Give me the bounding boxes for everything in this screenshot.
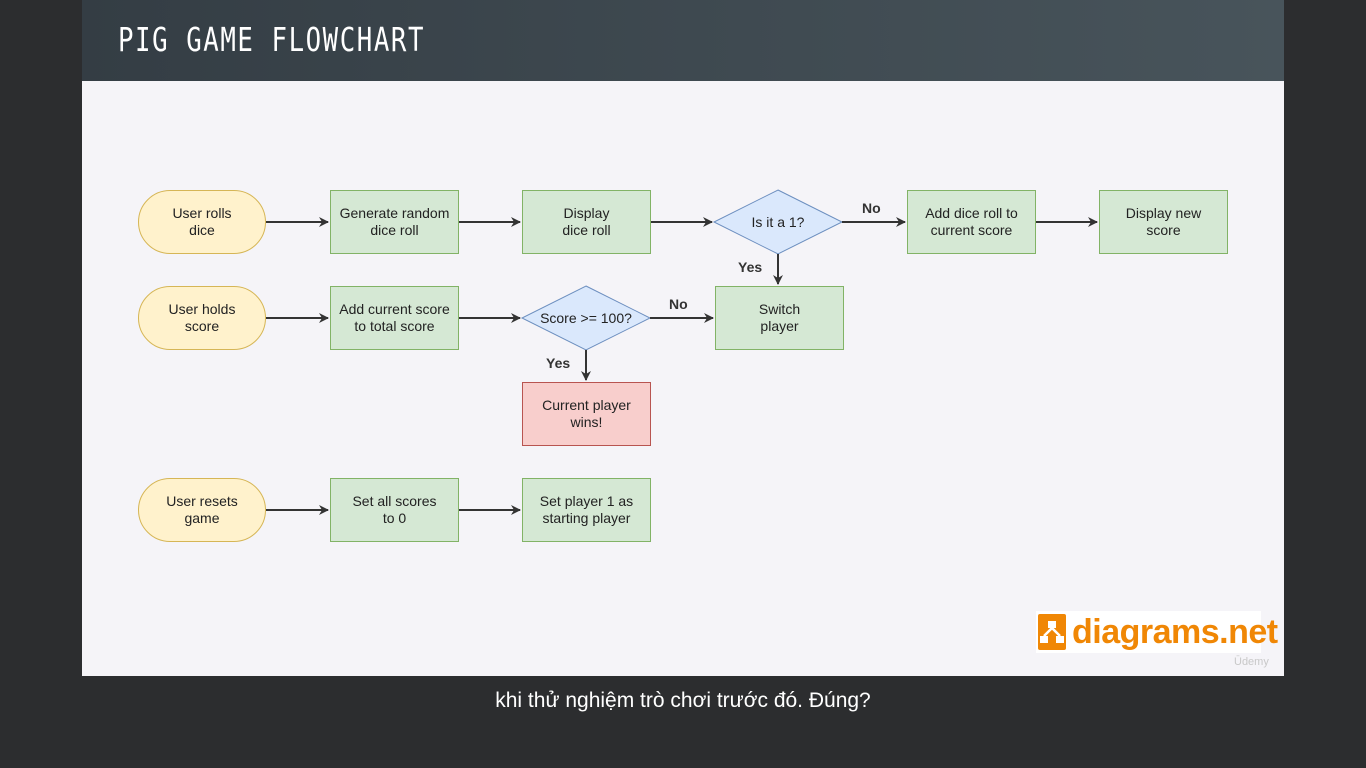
node-is-it-a-1: Is it a 1? <box>751 214 805 230</box>
node-user-resets-game: User resets game <box>138 478 266 542</box>
node-generate-random-dice-roll: Generate random dice roll <box>330 190 459 254</box>
node-add-current-to-total: Add current score to total score <box>330 286 459 350</box>
node-add-dice-roll-to-current: Add dice roll to current score <box>907 190 1036 254</box>
diagrams-net-logo-text: diagrams.net <box>1072 612 1278 651</box>
slide-title: PIG GAME FLOWCHART <box>118 20 426 59</box>
edge-label-score-yes: Yes <box>546 355 571 371</box>
node-current-player-wins: Current player wins! <box>522 382 651 446</box>
diagrams-net-logo: diagrams.net <box>1036 611 1278 653</box>
node-user-rolls-dice: User rolls dice <box>138 190 266 254</box>
node-score-check: Score >= 100? <box>540 310 632 326</box>
node-set-all-scores-zero: Set all scores to 0 <box>330 478 459 542</box>
flowchart-connectors <box>266 189 1098 515</box>
node-display-new-score: Display new score <box>1099 190 1228 254</box>
slide-header: PIG GAME FLOWCHART <box>82 0 1284 81</box>
edge-label-is1-yes: Yes <box>738 259 763 275</box>
node-switch-player: Switch player <box>715 286 844 350</box>
slide: PIG GAME FLOWCHART User rolls dice Gener… <box>82 0 1284 676</box>
diagrams-net-logo-icon <box>1038 614 1066 650</box>
edge-label-score-no: No <box>669 296 688 312</box>
node-set-player-one-starting: Set player 1 as starting player <box>522 478 651 542</box>
video-subtitle: khi thử nghiệm trò chơi trước đó. Đúng? <box>495 689 871 712</box>
edge-label-is1-no: No <box>862 200 881 216</box>
node-display-dice-roll: Display dice roll <box>522 190 651 254</box>
node-user-holds-score: User holds score <box>138 286 266 350</box>
udemy-watermark: Ūdemy <box>1234 656 1269 668</box>
